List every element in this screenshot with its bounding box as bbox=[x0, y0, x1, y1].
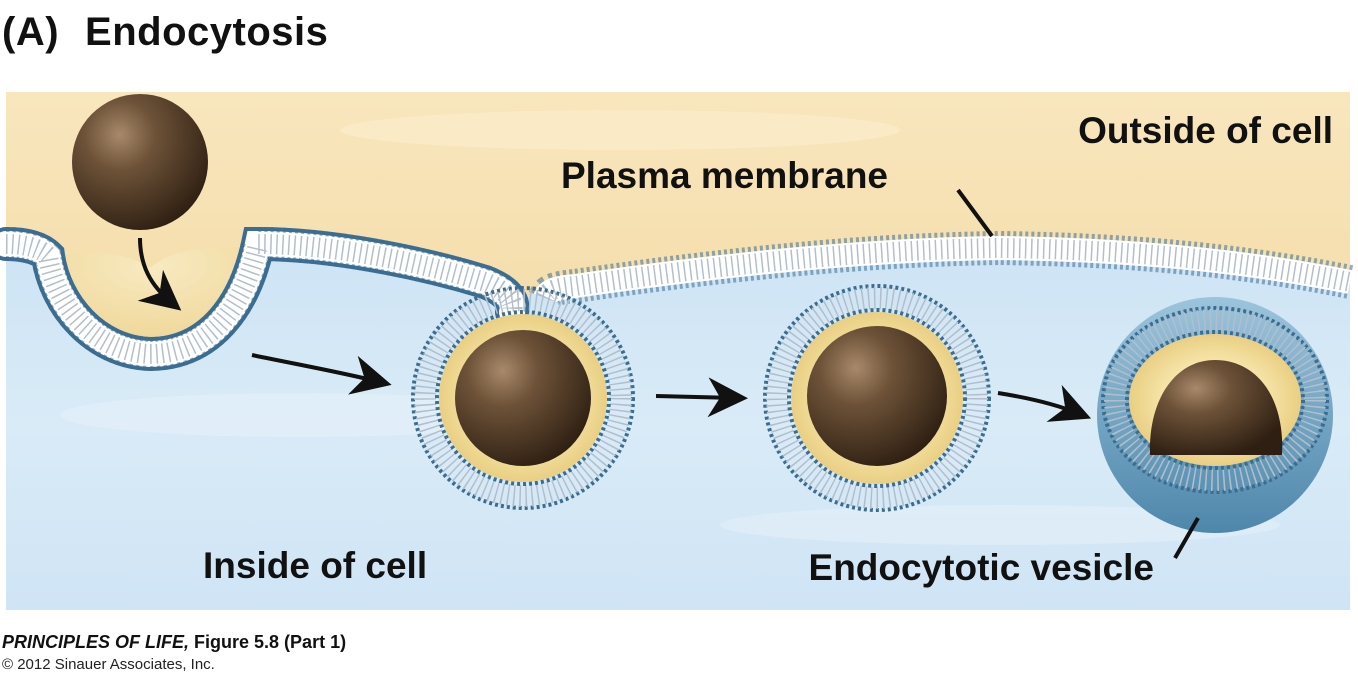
budding-vesicle bbox=[411, 286, 635, 510]
particle-outside bbox=[72, 94, 208, 230]
plasma-membrane-right bbox=[529, 230, 1354, 307]
particle bbox=[455, 330, 591, 466]
label-inside-of-cell: Inside of cell bbox=[203, 545, 427, 586]
title-text: Endocytosis bbox=[85, 10, 329, 54]
book-title: PRINCIPLES OF LIFE, bbox=[2, 632, 190, 652]
label-outside-of-cell: Outside of cell bbox=[1078, 110, 1333, 151]
particle bbox=[1149, 360, 1283, 455]
label-plasma-membrane: Plasma membrane bbox=[561, 155, 888, 196]
free-vesicle bbox=[763, 284, 991, 512]
vesicle-leader-line bbox=[1173, 517, 1200, 559]
arrow-3 bbox=[655, 377, 748, 418]
arrow-2 bbox=[251, 353, 392, 395]
figure-title: (A) Endocytosis bbox=[2, 10, 328, 55]
figure-caption: PRINCIPLES OF LIFE, Figure 5.8 (Part 1) bbox=[2, 632, 346, 653]
particle bbox=[807, 326, 947, 466]
label-endocytotic-vesicle: Endocytotic vesicle bbox=[809, 547, 1154, 588]
arrow-4 bbox=[997, 384, 1092, 422]
cell-background bbox=[6, 92, 1350, 610]
plasma-membrane-left bbox=[0, 226, 530, 372]
membrane-leader-line bbox=[956, 188, 994, 238]
figure-number: Figure 5.8 (Part 1) bbox=[194, 632, 347, 652]
process-arrows bbox=[137, 237, 1092, 422]
copyright-notice: © 2012 Sinauer Associates, Inc. bbox=[2, 656, 215, 673]
outside-fill bbox=[6, 92, 1350, 348]
panel-letter: (A) bbox=[2, 10, 60, 54]
arrow-1 bbox=[137, 237, 182, 311]
endocytotic-vesicle bbox=[1097, 297, 1333, 533]
